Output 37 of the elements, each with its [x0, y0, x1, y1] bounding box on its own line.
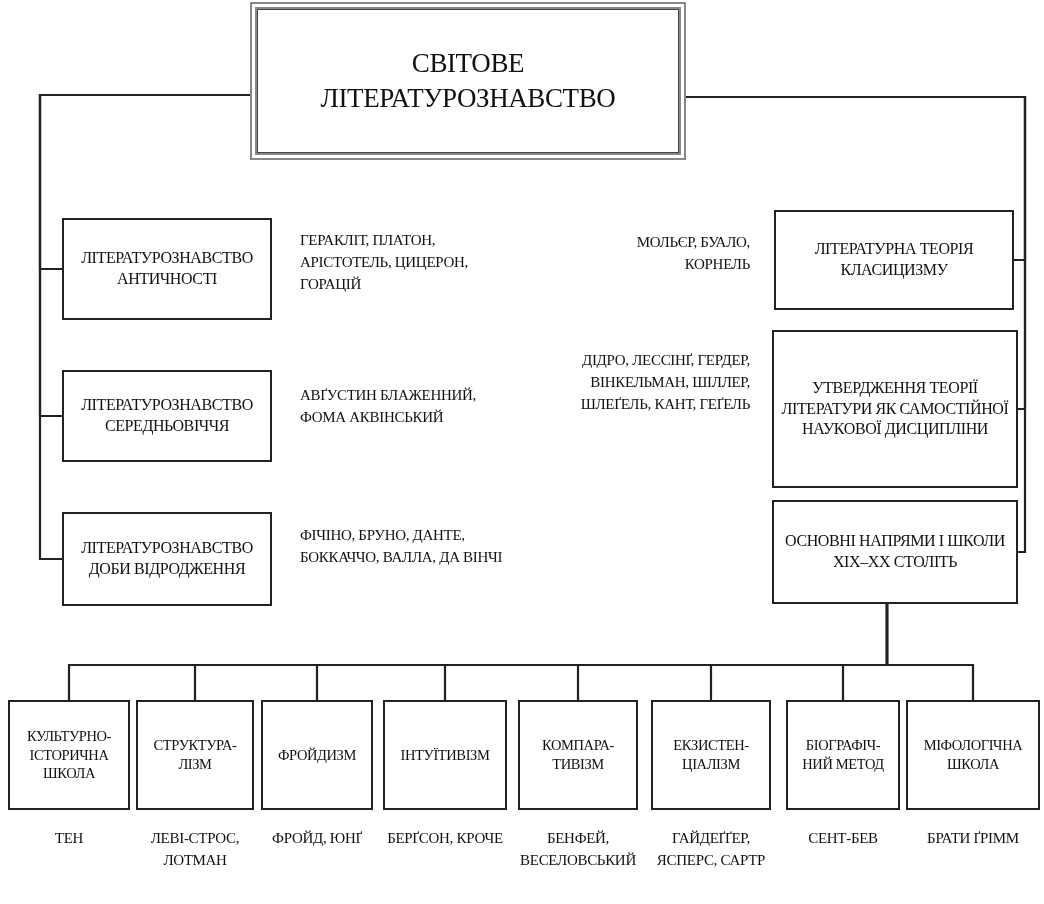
box-label: СТРУКТУРА- ЛІЗМ [152, 736, 238, 774]
names-list: ГАЙДЕҐҐЕР, ЯСПЕРС, САРТР [643, 828, 779, 872]
category-box [518, 700, 638, 810]
connector-line [885, 604, 975, 700]
category-box [62, 370, 272, 462]
names-list: АВҐУСТИН БЛАЖЕННИЙ, ФОМА АКВІНСЬКИЙ [300, 385, 510, 429]
category-box [8, 700, 130, 810]
box-label: БІОГРАФІЧ- НИЙ МЕТОД [801, 736, 885, 774]
category-box [62, 218, 272, 320]
box-label: ЕКЗИСТЕН- ЦІАЛІЗМ [672, 736, 750, 774]
category-box [772, 500, 1018, 604]
box-label: ФРОЙДИЗМ [278, 745, 356, 765]
category-box [261, 700, 373, 810]
box-label: КОМПАРА- ТИВІЗМ [541, 736, 615, 774]
category-box [651, 700, 771, 810]
names-list: ДІДРО, ЛЕССІНҐ, ГЕРДЕР, ВІНКЕЛЬМАН, ШІЛЛЕР, ШЛЕҐЕЛЬ, КАНТ, ГЕҐЕЛЬ [580, 350, 750, 416]
category-box [136, 700, 254, 810]
box-label: ЛІТЕРАТУРНА ТЕОРІЯ КЛАСИЦИЗМУ [813, 239, 975, 281]
box-label: ЛІТЕРАТУРОЗНАВСТВО АНТИЧНОСТІ [80, 248, 254, 289]
box-label: ОСНОВНІ НАПРЯМИ І ШКОЛИ XIX–XX СТОЛІТЬ [784, 531, 1006, 572]
names-list: МОЛЬЄР, БУАЛО, КОРНЕЛЬ [580, 232, 750, 276]
box-label: ІНТУЇТИВІЗМ [400, 745, 490, 765]
category-box [62, 512, 272, 606]
names-list: ГЕРАКЛІТ, ПЛАТОН, АРІСТОТЕЛЬ, ЦИЦЕРОН, ГОРАЦІЙ [300, 230, 500, 296]
box-label: МІФОЛОГІЧНА ШКОЛА [922, 736, 1024, 774]
box-label: СВІТОВЕ ЛІТЕРАТУРОЗНАВСТВО [319, 46, 617, 115]
category-box [906, 700, 1040, 810]
box-label: КУЛЬТУРНО-ІСТОРИЧНА ШКОЛА [25, 726, 112, 784]
title-box [250, 2, 686, 160]
category-box [383, 700, 507, 810]
category-box [786, 700, 900, 810]
names-list: ФІЧІНО, БРУНО, ДАНТЕ, БОККАЧЧО, ВАЛЛА, ДА ВІНЧІ [300, 525, 520, 569]
box-label: ЛІТЕРАТУРОЗНАВСТВО ДОБИ ВІДРОДЖЕННЯ [80, 538, 254, 580]
category-box [774, 210, 1014, 310]
box-label: ЛІТЕРАТУРОЗНАВСТВО СЕРЕДНЬОВІЧЧЯ [80, 395, 254, 437]
box-label: УТВЕРДЖЕННЯ ТЕОРІЇ ЛІТЕРАТУРИ ЯК САМОСТІЙНОЇ НАУКОВОЇ ДИСЦИПЛІНИ [780, 377, 1010, 440]
category-box [772, 330, 1018, 488]
